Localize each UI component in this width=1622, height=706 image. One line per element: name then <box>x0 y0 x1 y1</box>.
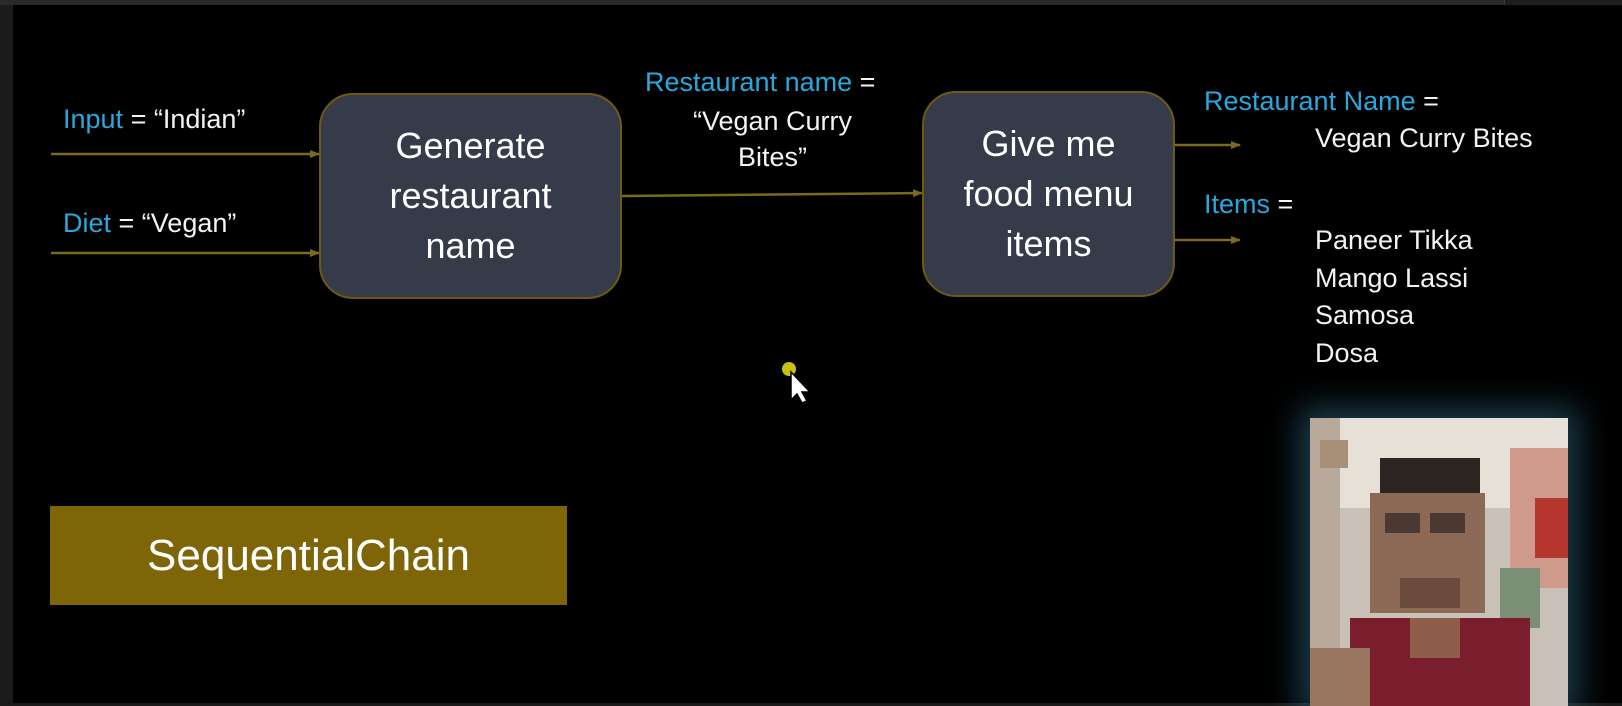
output-items-label: Items = <box>1204 189 1293 220</box>
node1-line: restaurant <box>389 175 552 216</box>
node1-line: name <box>425 225 516 266</box>
diet-value: = “Vegan” <box>111 208 237 238</box>
output-restaurant-name-label: Restaurant Name = <box>1204 86 1439 117</box>
give-me-food-menu-items-node: Give me food menu items <box>922 91 1175 297</box>
restaurant-name-value-line: Bites” <box>737 142 808 172</box>
output-items-key: Items <box>1204 189 1271 219</box>
node2-line: items <box>1005 223 1092 264</box>
menu-items-list: Paneer Tikka Mango Lassi Samosa Dosa <box>1315 222 1473 372</box>
mouse-pointer-icon <box>782 362 812 402</box>
input-key: Input <box>63 104 124 134</box>
diet-key: Diet <box>63 208 112 238</box>
menu-item: Paneer Tikka <box>1315 225 1473 255</box>
menu-item: Dosa <box>1315 337 1379 368</box>
restaurant-name-key: Restaurant name <box>645 67 853 97</box>
output-items-eq: = <box>1270 189 1294 219</box>
restaurant-name-value-line: “Vegan Curry <box>692 106 853 136</box>
menu-item: Samosa <box>1315 300 1415 330</box>
input-variable-label: Input = “Indian” <box>63 104 245 135</box>
top-border <box>0 0 1622 5</box>
node2-line: Give me <box>981 123 1116 164</box>
node1-line: Generate <box>395 125 546 166</box>
sequential-chain-banner: SequentialChain <box>50 506 567 605</box>
restaurant-name-value: “Vegan Curry Bites” <box>660 103 885 175</box>
input-value: = “Indian” <box>123 104 246 134</box>
output-restaurant-key: Restaurant Name <box>1204 86 1416 116</box>
restaurant-name-label: Restaurant name = <box>645 67 875 98</box>
generate-restaurant-name-node: Generate restaurant name <box>319 93 622 299</box>
node2-line: food menu <box>963 173 1134 214</box>
menu-item: Mango Lassi <box>1315 262 1469 293</box>
restaurant-name-eq: = <box>852 67 876 97</box>
presenter-webcam <box>1310 418 1568 706</box>
output-restaurant-value: Vegan Curry Bites <box>1315 123 1533 153</box>
arrow-restaurant-name <box>621 189 923 198</box>
output-restaurant-eq: = <box>1415 86 1439 116</box>
webcam-video-feed <box>1310 418 1568 706</box>
diet-variable-label: Diet = “Vegan” <box>63 208 236 239</box>
